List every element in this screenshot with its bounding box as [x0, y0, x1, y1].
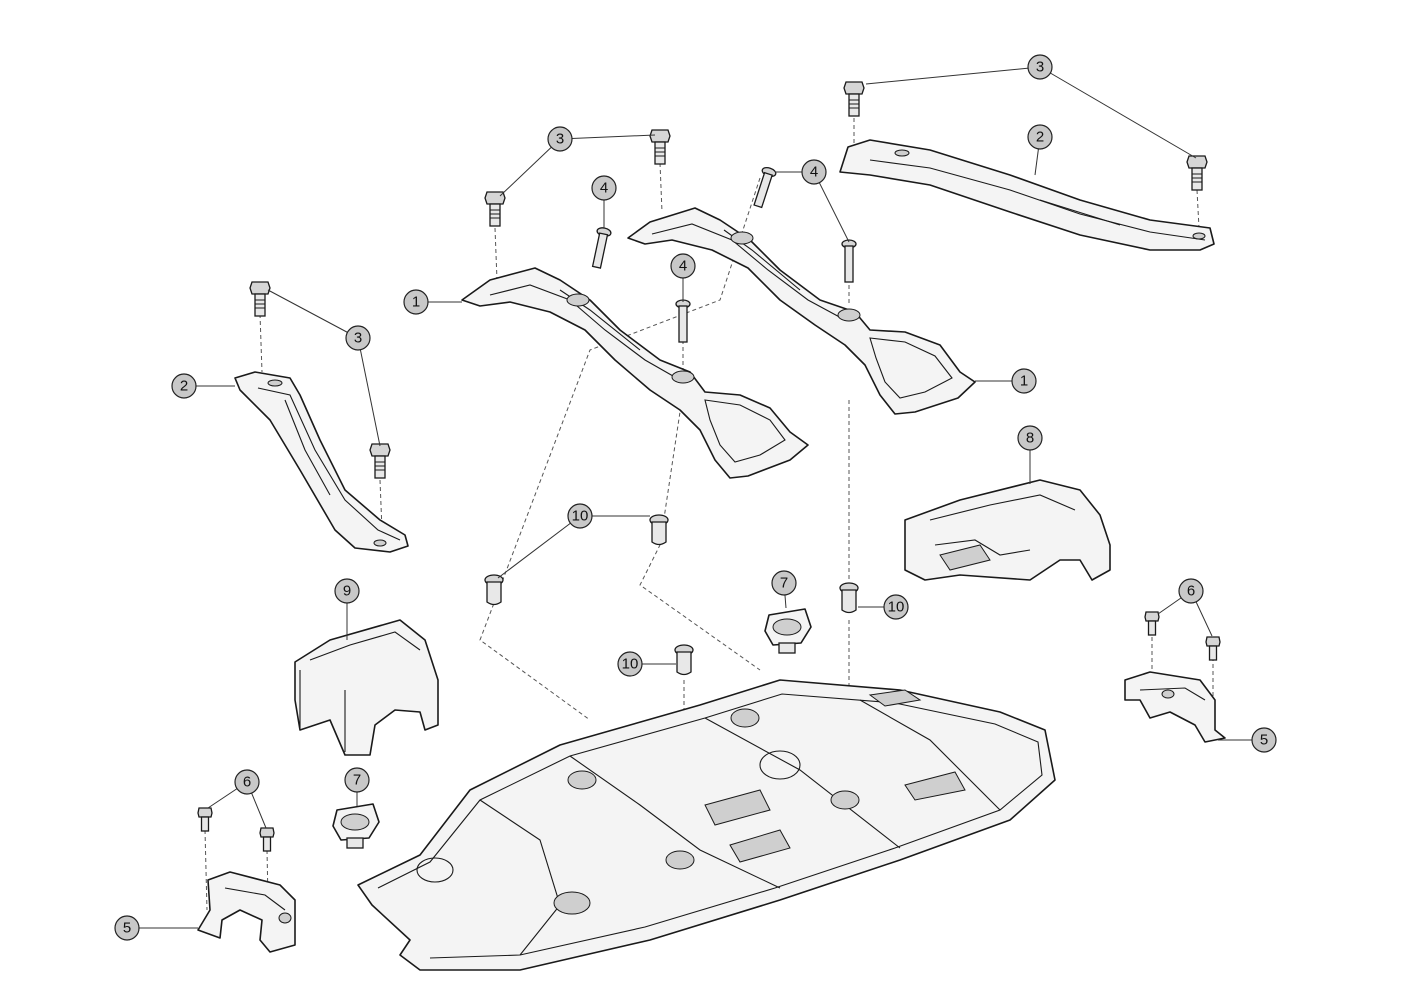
callout-label: 4 [600, 180, 608, 197]
callout-10-bottom: 10 [617, 651, 643, 677]
bolt-part-6 [197, 611, 1221, 852]
callout-2-right: 2 [1027, 124, 1053, 150]
callout-label: 3 [1036, 59, 1044, 76]
crossmember-part-1-left [461, 267, 809, 479]
callout-10-top: 10 [567, 503, 593, 529]
callout-1-left: 1 [403, 289, 429, 315]
callout-label: 1 [1020, 373, 1028, 390]
callout-5-right: 5 [1251, 727, 1277, 753]
callout-label: 4 [810, 164, 818, 181]
callout-labels: 1 1 2 2 3 3 3 4 4 4 5 5 6 6 7 7 8 9 10 1… [114, 54, 1277, 941]
callout-label: 7 [780, 575, 788, 592]
callout-6-right: 6 [1178, 578, 1204, 604]
callout-label: 1 [412, 294, 420, 311]
callout-label: 9 [343, 583, 351, 600]
callout-label: 10 [572, 508, 589, 525]
callout-3-left: 3 [345, 325, 371, 351]
callout-4-c: 4 [670, 253, 696, 279]
callout-7-left: 7 [344, 767, 370, 793]
callout-5-left: 5 [114, 915, 140, 941]
callout-label: 10 [622, 656, 639, 673]
callout-6-left: 6 [234, 769, 260, 795]
callout-10-right: 10 [883, 594, 909, 620]
callout-label: 2 [180, 378, 188, 395]
callout-label: 4 [679, 258, 687, 275]
callout-1-right: 1 [1011, 368, 1037, 394]
callout-7-right: 7 [771, 570, 797, 596]
bracket-part-2-right [839, 139, 1215, 251]
callout-label: 6 [1187, 583, 1195, 600]
callout-2-left: 2 [171, 373, 197, 399]
callout-9: 9 [334, 578, 360, 604]
callout-4-b: 4 [801, 159, 827, 185]
callout-label: 3 [354, 330, 362, 347]
callout-label: 2 [1036, 129, 1044, 146]
cover-part-8 [904, 479, 1111, 581]
callout-label: 5 [1260, 732, 1268, 749]
crossmember-part-1-right [627, 207, 976, 415]
underbody-tray [357, 679, 1056, 971]
pin-part-4 [591, 166, 857, 343]
mount-part-7 [332, 608, 812, 849]
callout-label: 10 [888, 599, 905, 616]
callout-label: 6 [243, 774, 251, 791]
callout-3-top-center: 3 [547, 126, 573, 152]
bolt-part-3 [249, 81, 1208, 479]
cover-part-9 [294, 619, 439, 756]
callout-3-top-right: 3 [1027, 54, 1053, 80]
callout-label: 3 [556, 131, 564, 148]
callout-label: 8 [1026, 430, 1034, 447]
callout-label: 5 [123, 920, 131, 937]
bracket-part-2-left [234, 371, 409, 553]
callout-8: 8 [1017, 425, 1043, 451]
callout-4-a: 4 [591, 175, 617, 201]
bushing-part-10 [484, 514, 859, 676]
callout-label: 7 [353, 772, 361, 789]
bracket-part-5-left [197, 871, 296, 953]
bracket-part-5-right [1124, 671, 1226, 743]
